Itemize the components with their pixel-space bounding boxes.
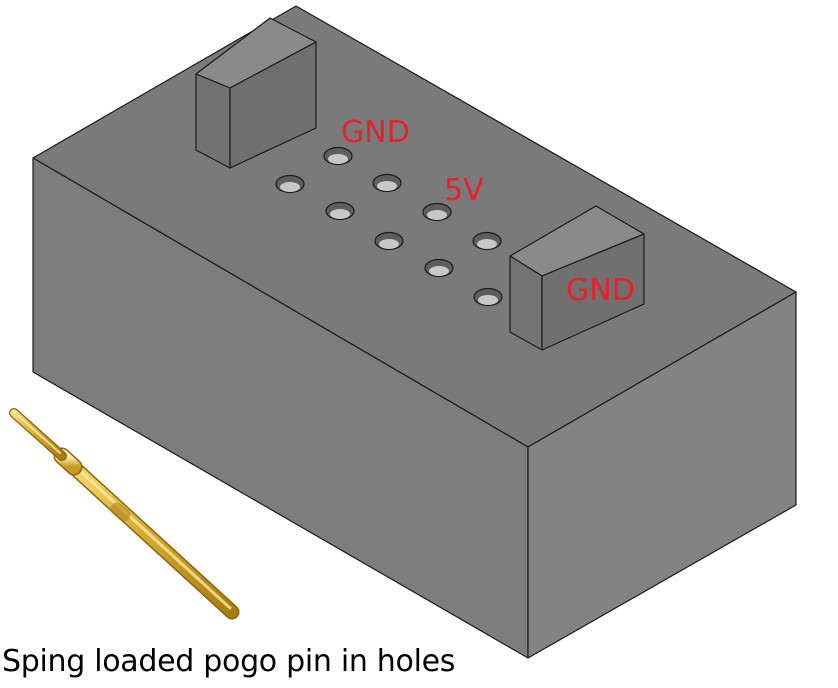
label-gnd-right: GND: [566, 273, 635, 308]
pin-hole: [422, 202, 452, 222]
alignment-key-right: [509, 205, 645, 351]
pin-hole: [323, 146, 353, 166]
block-right-face: [527, 291, 797, 659]
pin-hole: [424, 258, 454, 278]
pin-hole: [374, 231, 404, 251]
pogo-pin: [9, 408, 240, 620]
pin-hole: [473, 287, 503, 307]
alignment-key-left: [195, 17, 317, 169]
pin-hole: [325, 201, 355, 221]
diagram-caption: Sping loaded pogo pin in holes: [2, 644, 456, 679]
connector-block: [32, 5, 797, 659]
label-gnd-top: GND: [341, 115, 410, 150]
pin-hole: [275, 174, 305, 194]
label-5v: 5V: [444, 173, 484, 208]
pin-holes: [275, 146, 503, 307]
pin-hole: [472, 231, 502, 251]
pin-hole: [372, 173, 402, 193]
